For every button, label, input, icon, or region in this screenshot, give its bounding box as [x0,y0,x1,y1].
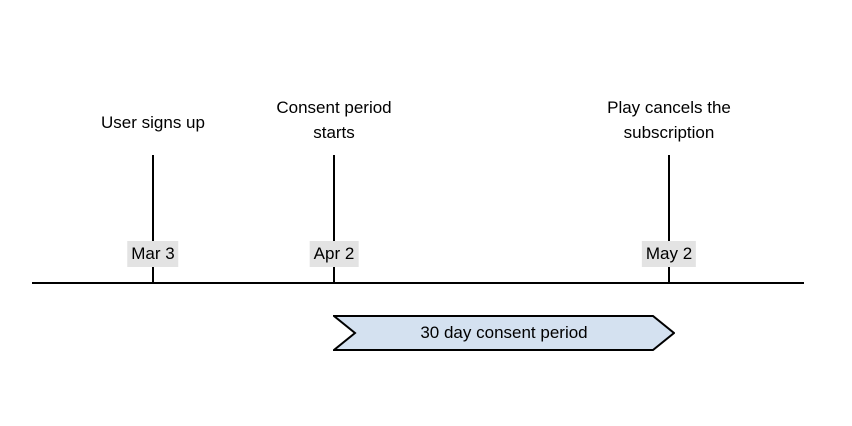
double-arrow-shape-icon [333,315,675,351]
event-label-line: starts [313,123,355,142]
event-date-chip-may-2: May 2 [641,241,697,267]
event-label-user-signs-up: User signs up [101,110,205,135]
consent-period-banner: 30 day consent period [333,315,675,351]
event-label-line: User signs up [101,113,205,132]
event-marker-line [333,155,335,283]
event-date-chip-apr-2: Apr 2 [309,241,359,267]
consent-period-banner-label: 30 day consent period [420,323,588,342]
event-date-chip-mar-3: Mar 3 [127,241,179,267]
event-label-line: Play cancels the [607,98,731,117]
event-label-consent-period-starts: Consent period starts [276,95,391,145]
event-label-line: subscription [623,123,715,142]
timeline-axis [32,282,804,284]
event-label-play-cancels-subscription: Play cancels the subscription [607,95,731,145]
event-label-line: Consent period [276,98,392,117]
event-marker-line [152,155,154,283]
event-marker-line [668,155,670,283]
